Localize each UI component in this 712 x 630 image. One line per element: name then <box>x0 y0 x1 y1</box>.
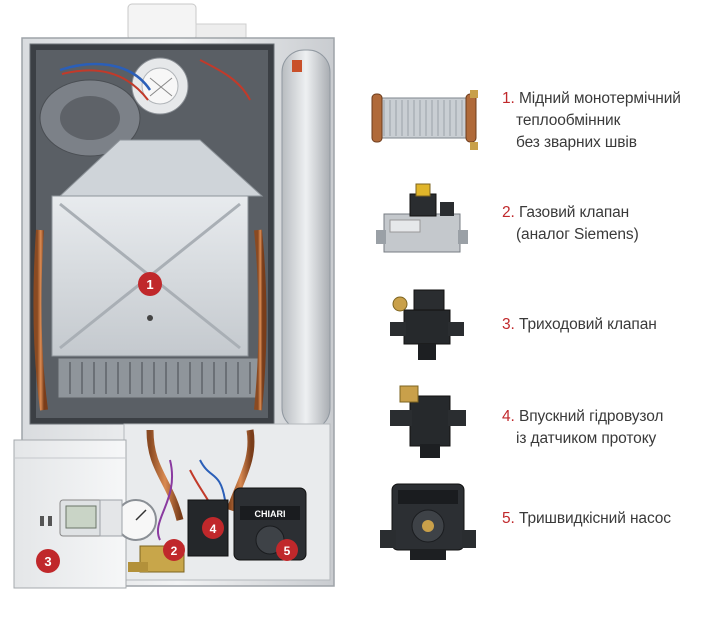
part-label: Газовий клапан <box>518 204 630 221</box>
svg-text:5: 5 <box>284 544 291 558</box>
part-item-heat-exchanger: 1. Мідний монотермічний теплообмінник бе… <box>370 82 710 172</box>
marker-1: 1 <box>138 272 162 296</box>
marker-3: 3 <box>36 549 60 573</box>
gas-valve-icon <box>376 183 468 253</box>
svg-text:3: 3 <box>44 554 51 569</box>
part-label: (аналог Siemens) <box>516 226 639 243</box>
marker-4: 4 <box>202 517 224 539</box>
svg-text:2: 2 <box>171 544 178 558</box>
part-label: Тришвидкісний насос <box>518 510 671 527</box>
part-number: 5. <box>502 510 515 527</box>
part-label: теплообмінник <box>516 112 621 129</box>
part-label: із датчиком протоку <box>516 430 657 447</box>
part-number: 4. <box>502 408 515 425</box>
hydro-group-icon <box>390 385 466 458</box>
heat-exchanger-icon <box>371 90 478 150</box>
marker-2: 2 <box>163 539 185 561</box>
part-number: 1. <box>502 90 515 107</box>
part-label: Впускний гідровузол <box>518 408 664 425</box>
burner <box>57 357 263 399</box>
svg-text:1: 1 <box>146 277 153 292</box>
part-item-pump: 5. Тришвидкісний насос <box>370 476 710 566</box>
expansion-tank <box>281 49 331 431</box>
part-label: Мідний монотермічний <box>518 90 681 107</box>
part-item-hydro-group: 4. Впускний гідровузол із датчиком прото… <box>370 380 710 470</box>
part-label: без зварних швів <box>516 134 637 151</box>
three-way-valve-icon <box>390 289 464 360</box>
marker-5: 5 <box>276 539 298 561</box>
pump-icon <box>380 483 476 560</box>
part-item-gas-valve: 2. Газовий клапан (аналог Siemens) <box>370 180 710 270</box>
pump-brand-label: CHIARI <box>255 509 286 519</box>
svg-text:4: 4 <box>210 522 217 536</box>
part-item-three-way-valve: 3. Триходовий клапан <box>370 282 710 372</box>
part-number: 3. <box>502 316 515 333</box>
part-number: 2. <box>502 204 515 221</box>
part-label: Триходовий клапан <box>518 316 657 333</box>
boiler-illustration: CHIARI 1 2 3 4 5 <box>13 3 335 589</box>
